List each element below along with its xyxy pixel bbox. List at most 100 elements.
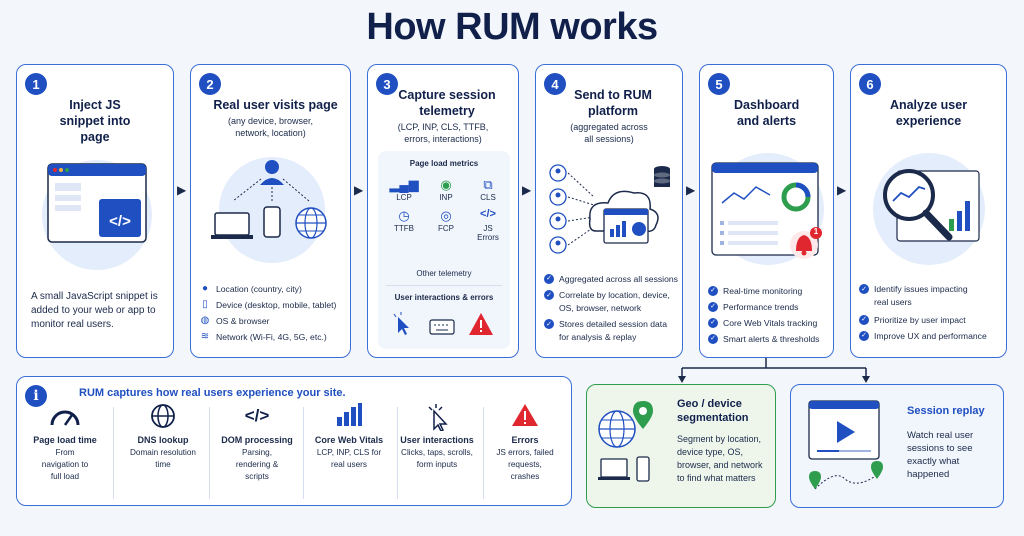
info-col-page-load: Page load time From navigation to full l… — [23, 403, 107, 483]
list-item: ✓Smart alerts & thresholds — [708, 331, 827, 347]
layout-shift-icon: ⧉ — [483, 177, 493, 192]
code-icon: </> — [480, 208, 496, 220]
info-panel: i RUM captures how real users experience… — [16, 376, 572, 506]
other-telemetry-label: Other telemetry — [416, 269, 472, 278]
user-devices-illustration — [211, 160, 327, 239]
cursor-click-icon — [393, 312, 409, 335]
check-icon: ✓ — [859, 284, 869, 294]
step-number: 2 — [199, 73, 221, 95]
geo-devices-illustration — [598, 401, 653, 482]
check-icon: ✓ — [544, 319, 554, 329]
replay-description: Watch real user sessions to see exactly … — [907, 430, 974, 480]
step-title: Dashboard and alerts — [734, 98, 800, 128]
check-icon: ✓ — [708, 286, 718, 296]
step-number: 3 — [376, 73, 398, 95]
info-col-interactions: User interactions Clicks, taps, scrolls,… — [395, 403, 479, 471]
cloud-aggregation-illustration — [549, 164, 670, 254]
arrow-right-icon: ▶ — [177, 183, 187, 197]
step-2-card: 2 Real user visits page (any device, bro… — [190, 64, 351, 358]
step-items-list: ✓Real-time monitoring ✓Performance trend… — [708, 283, 827, 347]
magnifier-analysis-illustration — [883, 169, 980, 242]
step-subtitle: (any device, browser, network, location) — [227, 116, 314, 138]
gauge-icon — [50, 410, 80, 426]
list-item: ✓Aggregated across all sessions — [544, 271, 678, 287]
info-col-errors: Errors JS errors, failed requests, crash… — [483, 403, 567, 483]
step-4-card: 4 Send to RUM platform (aggregated acros… — [535, 64, 683, 358]
divider — [397, 407, 398, 499]
step-subtitle: (LCP, INP, CLS, TTFB, errors, interactio… — [397, 122, 489, 144]
divider — [483, 407, 484, 499]
step-subtitle: (aggregated across all sessions) — [570, 122, 648, 144]
divider — [303, 407, 304, 499]
clock-icon: ◷ — [398, 208, 410, 223]
check-icon: ✓ — [544, 290, 554, 300]
keyboard-icon — [429, 319, 455, 335]
step-number: 1 — [25, 73, 47, 95]
list-item: ✓Improve UX and performance — [859, 328, 1000, 344]
info-col-cwv: Core Web Vitals LCP, INP, CLS for real u… — [307, 403, 391, 471]
list-item: ✓Correlate by location, device, OS, brow… — [544, 289, 676, 315]
bar-chart-icon — [337, 403, 362, 426]
metric-inp: ◉INP — [439, 177, 453, 202]
metric-fcp: ◎FCP — [438, 208, 454, 233]
check-icon: ✓ — [544, 274, 554, 284]
warning-icon — [469, 313, 493, 335]
step-3-card: 3 Capture session telemetry (LCP, INP, C… — [367, 64, 519, 358]
step-title: Capture session telemetry — [398, 88, 496, 118]
step-items-list: ●Location (country, city) ▯Device (deskt… — [199, 281, 344, 345]
divider — [113, 407, 114, 499]
page-load-label: Page load metrics — [409, 159, 479, 168]
list-item: ✓Identify issues impacting real users — [859, 283, 1000, 309]
arrow-right-icon: ▶ — [686, 183, 696, 197]
globe-icon: ◍ — [200, 315, 210, 326]
metrics-panel — [378, 151, 510, 349]
step-title: Real user visits page — [213, 98, 338, 112]
browser-window-icon — [47, 163, 147, 243]
list-item: ▯Device (desktop, mobile, tablet) — [199, 297, 344, 313]
info-col-dns: DNS lookup Domain resolution time — [121, 403, 205, 471]
session-replay-card: Session replay Watch real user sessions … — [790, 384, 1004, 508]
bar-chart-icon: ▂▄▆ — [389, 177, 419, 192]
location-pin-icon: ● — [201, 283, 209, 294]
interaction-icons — [393, 312, 493, 335]
step-title: Analyze user experience — [889, 98, 968, 128]
wifi-icon: ≋ — [200, 331, 210, 342]
tap-icon: ◉ — [440, 177, 452, 192]
divider — [386, 285, 502, 286]
arrow-right-icon: ▶ — [522, 183, 532, 197]
arrow-right-icon: ▶ — [837, 183, 847, 197]
check-icon: ✓ — [859, 331, 869, 341]
metric-cls: ⧉CLS — [480, 177, 496, 202]
metric-lcp: ▂▄▆LCP — [389, 177, 419, 202]
list-item: ◍OS & browser — [199, 313, 344, 329]
list-item: ✓Prioritize by user impact — [859, 312, 1000, 328]
check-icon: ✓ — [708, 302, 718, 312]
warning-icon — [512, 404, 538, 426]
list-item: ✓Performance trends — [708, 299, 827, 315]
list-item: ✓Core Web Vitals tracking — [708, 315, 827, 331]
geo-description: Segment by location, device type, OS, br… — [677, 434, 763, 483]
step-items-list: ✓Identify issues impacting real users ✓P… — [859, 283, 1000, 344]
code-icon: </> — [244, 406, 270, 425]
divider — [209, 407, 210, 499]
step-description: A small JavaScript snippet is added to y… — [31, 291, 158, 330]
info-col-dom: </> DOM processing Parsing, rendering & … — [215, 403, 299, 483]
step-title: Send to RUM platform — [574, 88, 652, 118]
globe-icon — [151, 404, 175, 428]
step-items-list: ✓Aggregated across all sessions ✓Correla… — [544, 271, 678, 344]
check-icon: ✓ — [859, 315, 869, 325]
check-icon: ✓ — [708, 318, 718, 328]
info-heading: RUM captures how real users experience y… — [79, 387, 346, 399]
paint-icon: ◎ — [440, 208, 452, 223]
metric-js-errors: </>JS Errors — [477, 208, 499, 242]
step-5-card: 5 Dashboard and alerts 1 ✓Real-time moni… — [699, 64, 834, 358]
step-number: 5 — [708, 73, 730, 95]
metric-ttfb: ◷TTFB — [394, 208, 414, 233]
step-title: Inject JS snippet into page — [59, 98, 131, 144]
step-number: 4 — [544, 73, 566, 95]
replay-title: Session replay — [907, 405, 985, 417]
page-title: How RUM works — [366, 6, 658, 48]
info-icon: i — [25, 385, 47, 407]
metric-grid: ▂▄▆LCP ◉INP ⧉CLS ◷TTFB ◎FCP </>JS Errors — [384, 177, 508, 242]
list-item: ✓Real-time monitoring — [708, 283, 827, 299]
